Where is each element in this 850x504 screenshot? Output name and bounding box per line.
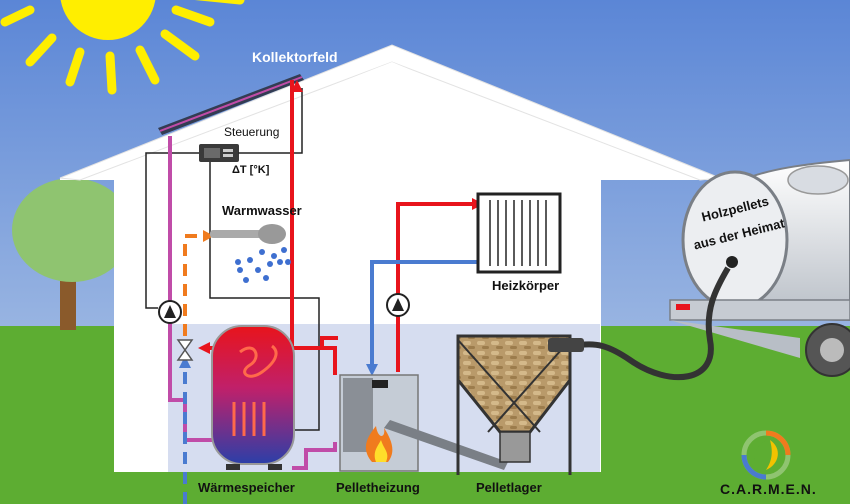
flow-arrow-up — [291, 80, 303, 92]
sun-icon — [0, 0, 245, 95]
valve-icon — [176, 339, 194, 361]
flow-arrow-orange — [203, 230, 214, 242]
pump-icon — [386, 293, 410, 317]
hose-inlet — [726, 256, 738, 268]
storage-tank-icon — [211, 325, 295, 470]
label-steuerung: Steuerung — [224, 125, 280, 139]
auger — [384, 420, 508, 470]
hose-coupling — [548, 338, 584, 352]
flow-arrow-red — [198, 342, 210, 354]
shower-icon — [210, 224, 291, 283]
label-warmwasser: Warmwasser — [222, 203, 302, 218]
controller-icon — [199, 144, 239, 162]
label-brand: C.A.R.M.E.N. — [720, 481, 817, 497]
cold-pipes — [183, 260, 480, 504]
radiator-icon — [476, 192, 562, 274]
pellet-silo-icon — [456, 334, 572, 475]
flow-arrow-blue — [366, 364, 378, 376]
label-pelletheizung: Pelletheizung — [336, 480, 420, 495]
hose — [579, 266, 731, 381]
pump-icon — [158, 300, 182, 324]
label-kollektorfeld: Kollektorfeld — [252, 49, 338, 65]
label-waermespeicher: Wärmespeicher — [198, 480, 295, 495]
flame-icon — [365, 426, 393, 462]
label-delta-t: ΔT [°K] — [232, 164, 270, 176]
solar-collector-icon — [158, 74, 304, 135]
tanker-truck-icon — [669, 158, 850, 377]
warm-pipe — [183, 234, 208, 336]
control-lines — [145, 88, 320, 431]
label-pelletlager: Pelletlager — [476, 480, 542, 495]
flow-arrow-cold-up — [179, 356, 191, 368]
tree-icon — [12, 178, 132, 330]
label-heizkoerper: Heizkörper — [492, 278, 560, 293]
carmen-logo-icon — [741, 430, 791, 480]
